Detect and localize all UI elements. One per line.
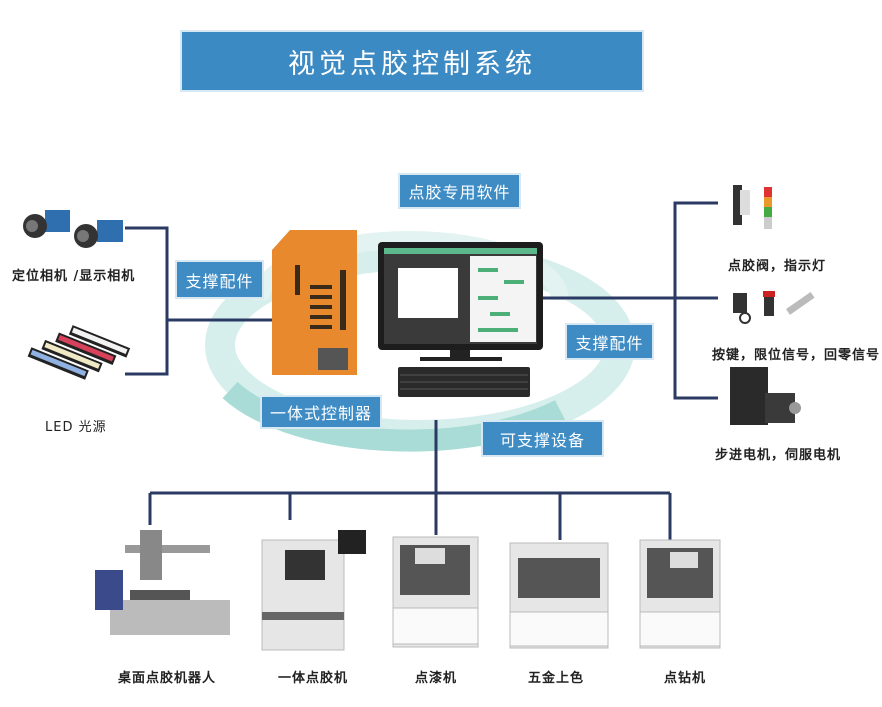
machine-diamond [639, 539, 721, 649]
led-light-icon [27, 325, 131, 380]
machine-desktop-robot [95, 530, 230, 635]
valve-icon [733, 185, 772, 229]
controller-icon [272, 230, 357, 375]
page-title: 视觉点胶控制系统 [182, 32, 642, 90]
label-machine: 点钻机 [664, 671, 707, 686]
label-valve: 点胶阀，指示灯 [728, 259, 827, 274]
label-machine: 五金上色 [528, 671, 585, 686]
label-machine: 点漆机 [415, 671, 458, 686]
label-motor: 步进电机，伺服电机 [715, 448, 842, 463]
monitor-icon [378, 242, 543, 397]
tag-controller: 一体式控制器 [262, 397, 380, 427]
motor-icon [730, 367, 801, 425]
camera-icon [23, 210, 123, 248]
machine-hardware-color [509, 542, 609, 649]
label-switch: 按键，限位信号，回零信号 [712, 348, 881, 363]
switch-icon [733, 291, 815, 324]
machine-integrated [261, 530, 366, 651]
label-led: LED 光源 [45, 420, 107, 435]
label-camera: 定位相机 /显示相机 [12, 269, 136, 284]
tag-equipment: 可支撑设备 [483, 422, 602, 455]
tag-software: 点胶专用软件 [400, 175, 519, 207]
label-machine: 一体点胶机 [278, 671, 349, 686]
machine-paint [392, 536, 479, 648]
label-machine: 桌面点胶机器人 [118, 671, 217, 686]
tag-accessories-right: 支撑配件 [567, 325, 652, 358]
tag-accessories-left: 支撑配件 [177, 262, 262, 297]
